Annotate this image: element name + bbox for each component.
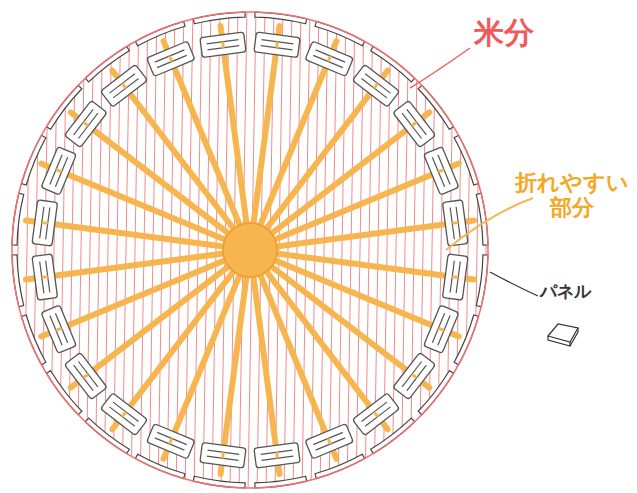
hatch-stroke	[158, 8, 166, 492]
outer-rim	[12, 12, 488, 488]
powder-label: 米分	[474, 16, 554, 51]
panel	[442, 200, 468, 246]
rim-segment	[418, 371, 453, 415]
hatch-stroke	[203, 8, 211, 492]
hatch-stroke	[104, 8, 112, 492]
leader-line	[446, 198, 533, 250]
hatch-stroke	[455, 8, 463, 492]
rim-segment	[135, 454, 185, 478]
panel	[32, 200, 58, 246]
panel	[147, 41, 195, 76]
hatch-stroke	[302, 8, 310, 492]
hatch-stroke	[212, 8, 220, 492]
rim-segment	[135, 21, 185, 45]
hatch-stroke	[59, 8, 67, 492]
panel	[352, 64, 399, 107]
leader-line	[490, 272, 538, 296]
hatch-stroke	[50, 8, 58, 492]
panel	[424, 305, 459, 353]
panel	[352, 393, 399, 436]
panel	[147, 424, 195, 459]
hub	[223, 223, 277, 277]
panel	[41, 147, 76, 195]
hatch-stroke	[401, 8, 409, 492]
hatch-stroke	[437, 8, 445, 492]
hatch-stroke	[509, 8, 517, 492]
rim-segment	[454, 135, 478, 185]
hatch-stroke	[392, 8, 400, 492]
powder-hatching	[0, 8, 517, 492]
spoke	[250, 250, 279, 474]
rim-segment	[21, 135, 45, 185]
rim-segment	[315, 21, 365, 45]
panel	[100, 393, 147, 436]
hatch-stroke	[473, 8, 481, 492]
panel	[100, 64, 147, 107]
panel	[64, 100, 107, 147]
hatch-stroke	[14, 8, 22, 492]
rim-segment	[21, 315, 45, 365]
rim-segment	[371, 46, 415, 81]
spoke	[221, 26, 250, 250]
hatch-stroke	[32, 8, 40, 492]
hatch-stroke	[149, 8, 157, 492]
panel	[442, 254, 468, 300]
rim-segment	[85, 418, 129, 453]
hatch-stroke	[293, 8, 301, 492]
hatch-stroke	[491, 8, 499, 492]
hatch-stroke	[41, 8, 49, 492]
panel	[41, 305, 76, 353]
hatch-stroke	[194, 8, 202, 492]
panel	[305, 41, 353, 76]
hatch-stroke	[329, 8, 337, 492]
fragile-part-label: 折れやすい 部分	[512, 170, 632, 221]
rim-segment	[371, 418, 415, 453]
hatch-stroke	[464, 8, 472, 492]
hatch-stroke	[284, 8, 292, 492]
rim-segment	[418, 85, 453, 129]
panel	[393, 100, 436, 147]
rim-segment	[315, 454, 365, 478]
hatch-stroke	[23, 8, 31, 492]
panel	[64, 352, 107, 399]
hatch-stroke	[167, 8, 175, 492]
hatch-stroke	[185, 8, 193, 492]
panel-icon	[548, 324, 578, 346]
hatch-stroke	[95, 8, 103, 492]
spoke	[250, 221, 474, 250]
panel	[200, 32, 246, 58]
panel	[305, 424, 353, 459]
panel	[32, 254, 58, 300]
panel-label: パネル	[540, 282, 630, 302]
hatch-stroke	[338, 8, 346, 492]
panels	[12, 12, 488, 488]
panel	[254, 442, 300, 468]
rim-segment	[85, 46, 129, 81]
hatch-stroke	[500, 8, 508, 492]
leader-line	[410, 48, 470, 88]
hatch-stroke	[428, 8, 436, 492]
panel	[200, 442, 246, 468]
hatch-stroke	[68, 8, 76, 492]
rim-segment	[46, 85, 81, 129]
panel	[424, 147, 459, 195]
panel	[254, 32, 300, 58]
hatch-stroke	[482, 8, 490, 492]
hatch-stroke	[0, 8, 4, 492]
spoke	[26, 250, 250, 279]
spokes	[26, 26, 474, 474]
rim-segment	[46, 371, 81, 415]
panel	[393, 352, 436, 399]
rim-segment	[454, 315, 478, 365]
